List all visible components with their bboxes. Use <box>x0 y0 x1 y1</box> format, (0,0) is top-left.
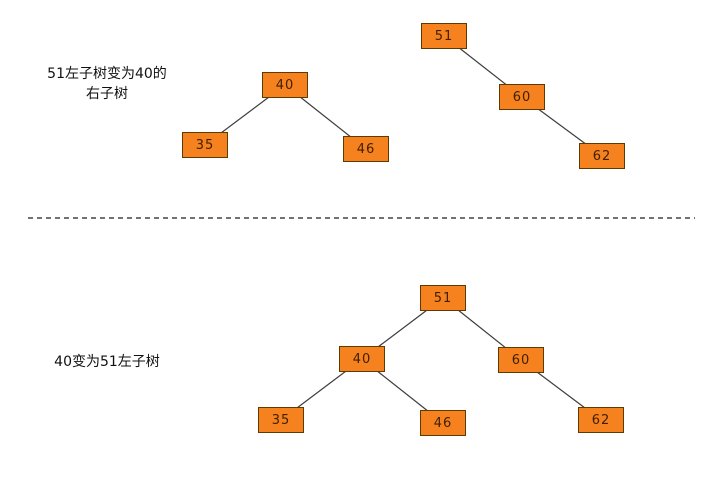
tree-node-60: 60 <box>499 84 545 110</box>
tree-node-62: 62 <box>579 143 625 169</box>
tree-node-40: 40 <box>339 346 385 372</box>
tree-node-51: 51 <box>421 23 467 49</box>
tree-node-35: 35 <box>182 132 228 158</box>
tree-node-60: 60 <box>498 347 544 373</box>
tree-node-62: 62 <box>578 407 624 433</box>
top-panel-label: 51左子树变为40的 右子树 <box>47 66 167 102</box>
tree-node-51: 51 <box>420 285 466 311</box>
tree-node-46: 46 <box>420 410 466 436</box>
tree-node-35: 35 <box>258 407 304 433</box>
bottom-panel-label: 40变为51左子树 <box>54 354 160 370</box>
tree-node-46: 46 <box>343 136 389 162</box>
tree-node-40: 40 <box>262 72 308 98</box>
